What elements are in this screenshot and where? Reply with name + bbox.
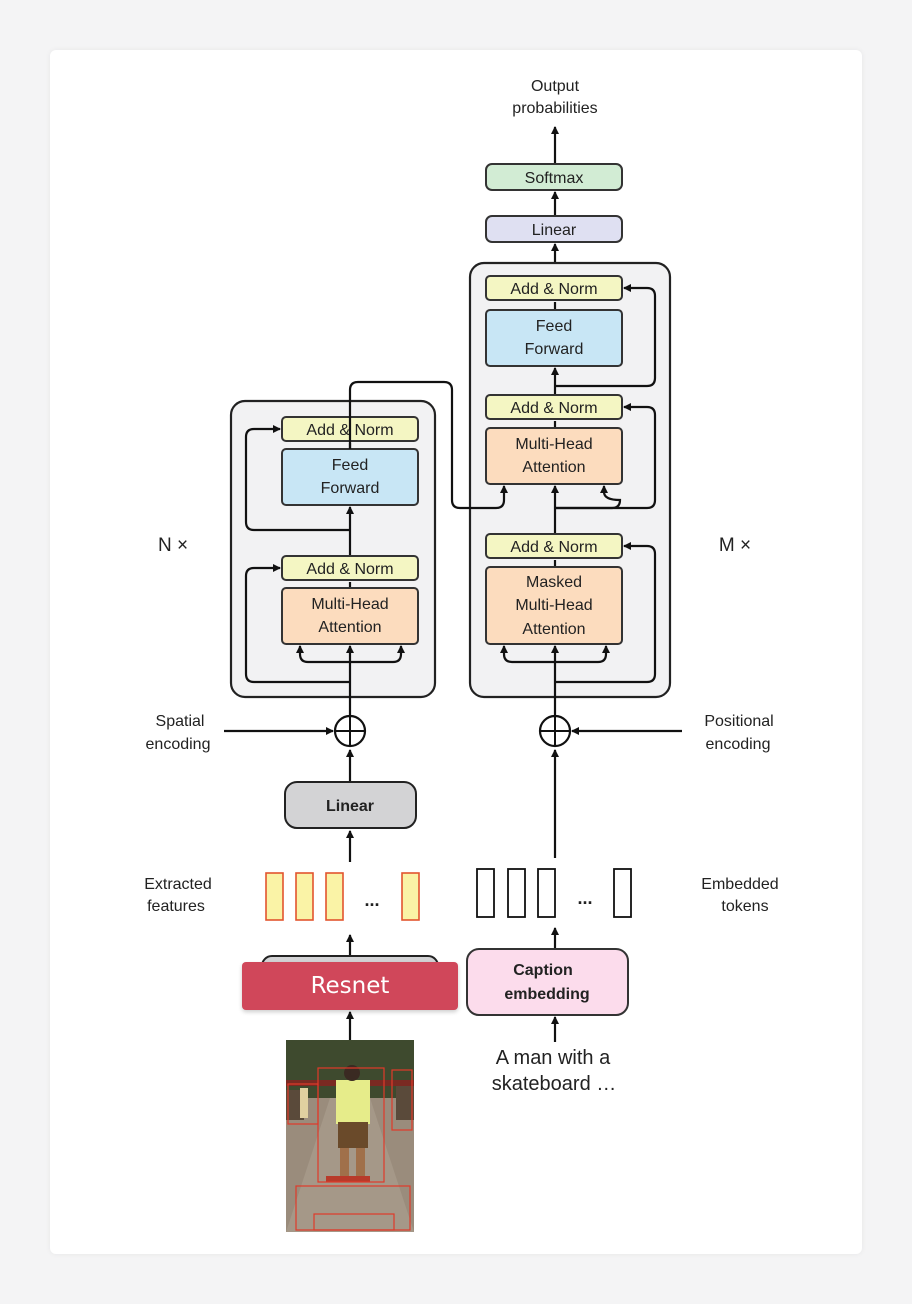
decoder-ff-line2: Forward: [525, 341, 584, 358]
decoder-masked-line1: Masked: [526, 574, 582, 591]
encoder-add-norm-1: [281, 555, 419, 581]
softmax-block: [485, 163, 623, 191]
encoder-stack: [229, 399, 437, 699]
transformer-diagram: Output probabilities Softmax Linear Add …: [144, 78, 779, 1232]
decoder-linear-label: Linear: [532, 222, 577, 239]
encoder-ff-line2: Forward: [321, 480, 380, 497]
resnet-backbone-badge: Resnet: [242, 962, 458, 1010]
caption-embedding-line1: Caption: [513, 962, 573, 979]
token-vector: [476, 868, 495, 918]
encoder-mha-line1: Multi-Head: [311, 596, 388, 613]
spatial-encoding-line2: encoding: [146, 736, 211, 753]
decoder-add-norm-3: [485, 275, 623, 301]
decoder-add-norm-2: [485, 394, 623, 420]
caption-embedding-block: [466, 948, 629, 1016]
positional-encoding-line1: Positional: [704, 713, 773, 730]
token-vector: [507, 868, 526, 918]
caption-text-line1: A man with a: [496, 1047, 611, 1069]
extracted-features-line2: features: [147, 898, 205, 915]
encoder-linear-label: Linear: [326, 798, 374, 815]
token-vector: [537, 868, 556, 918]
feature-vector: [265, 872, 284, 921]
decoder-add-norm-3-label: Add & Norm: [510, 281, 597, 298]
encoder-linear-block: [284, 781, 417, 829]
decoder-feed-forward: [485, 309, 623, 367]
decoder-ff-line1: Feed: [536, 318, 572, 335]
decoder-mha-line2: Attention: [522, 459, 585, 476]
encoder-mha-line2: Attention: [318, 619, 381, 636]
encoder-add-norm-1-label: Add & Norm: [306, 561, 393, 578]
features-ellipsis: ...: [364, 890, 379, 910]
feature-vector: [295, 872, 314, 921]
token-vector: [613, 868, 632, 918]
diagram-card: Output probabilities Softmax Linear Add …: [50, 50, 862, 1254]
positional-encoding-line2: encoding: [706, 736, 771, 753]
softmax-label: Softmax: [525, 170, 584, 187]
caption-embedding-line2: embedding: [504, 986, 589, 1003]
decoder-add-norm-2-label: Add & Norm: [510, 400, 597, 417]
decoder-masked-line2: Multi-Head: [515, 597, 592, 614]
decoder-masked-attention: [485, 566, 623, 645]
decoder-repeat-label: M ×: [719, 535, 751, 556]
embedded-tokens-line1: Embedded: [701, 876, 778, 893]
decoder-add-norm-1-label: Add & Norm: [510, 539, 597, 556]
extracted-features-line1: Extracted: [144, 876, 212, 893]
feature-vector: [401, 872, 420, 921]
feature-vector: [325, 872, 344, 921]
decoder-add-norm-1: [485, 533, 623, 559]
tokens-ellipsis: ...: [577, 888, 592, 908]
decoder-cross-attention: [485, 427, 623, 485]
embedded-tokens-line2: tokens: [721, 898, 768, 915]
decoder-masked-line3: Attention: [522, 621, 585, 638]
decoder-mha-line1: Multi-Head: [515, 436, 592, 453]
encoder-self-attention: [281, 587, 419, 645]
spatial-encoding-line1: Spatial: [156, 713, 205, 730]
output-label-line2: probabilities: [512, 100, 597, 117]
encoder-repeat-label: N ×: [158, 535, 188, 556]
encoder-ff-line1: Feed: [332, 457, 368, 474]
output-label-line1: Output: [531, 78, 580, 95]
caption-text-line2: skateboard …: [492, 1073, 617, 1095]
input-image: [286, 1040, 414, 1232]
decoder-linear-block: [485, 215, 623, 243]
